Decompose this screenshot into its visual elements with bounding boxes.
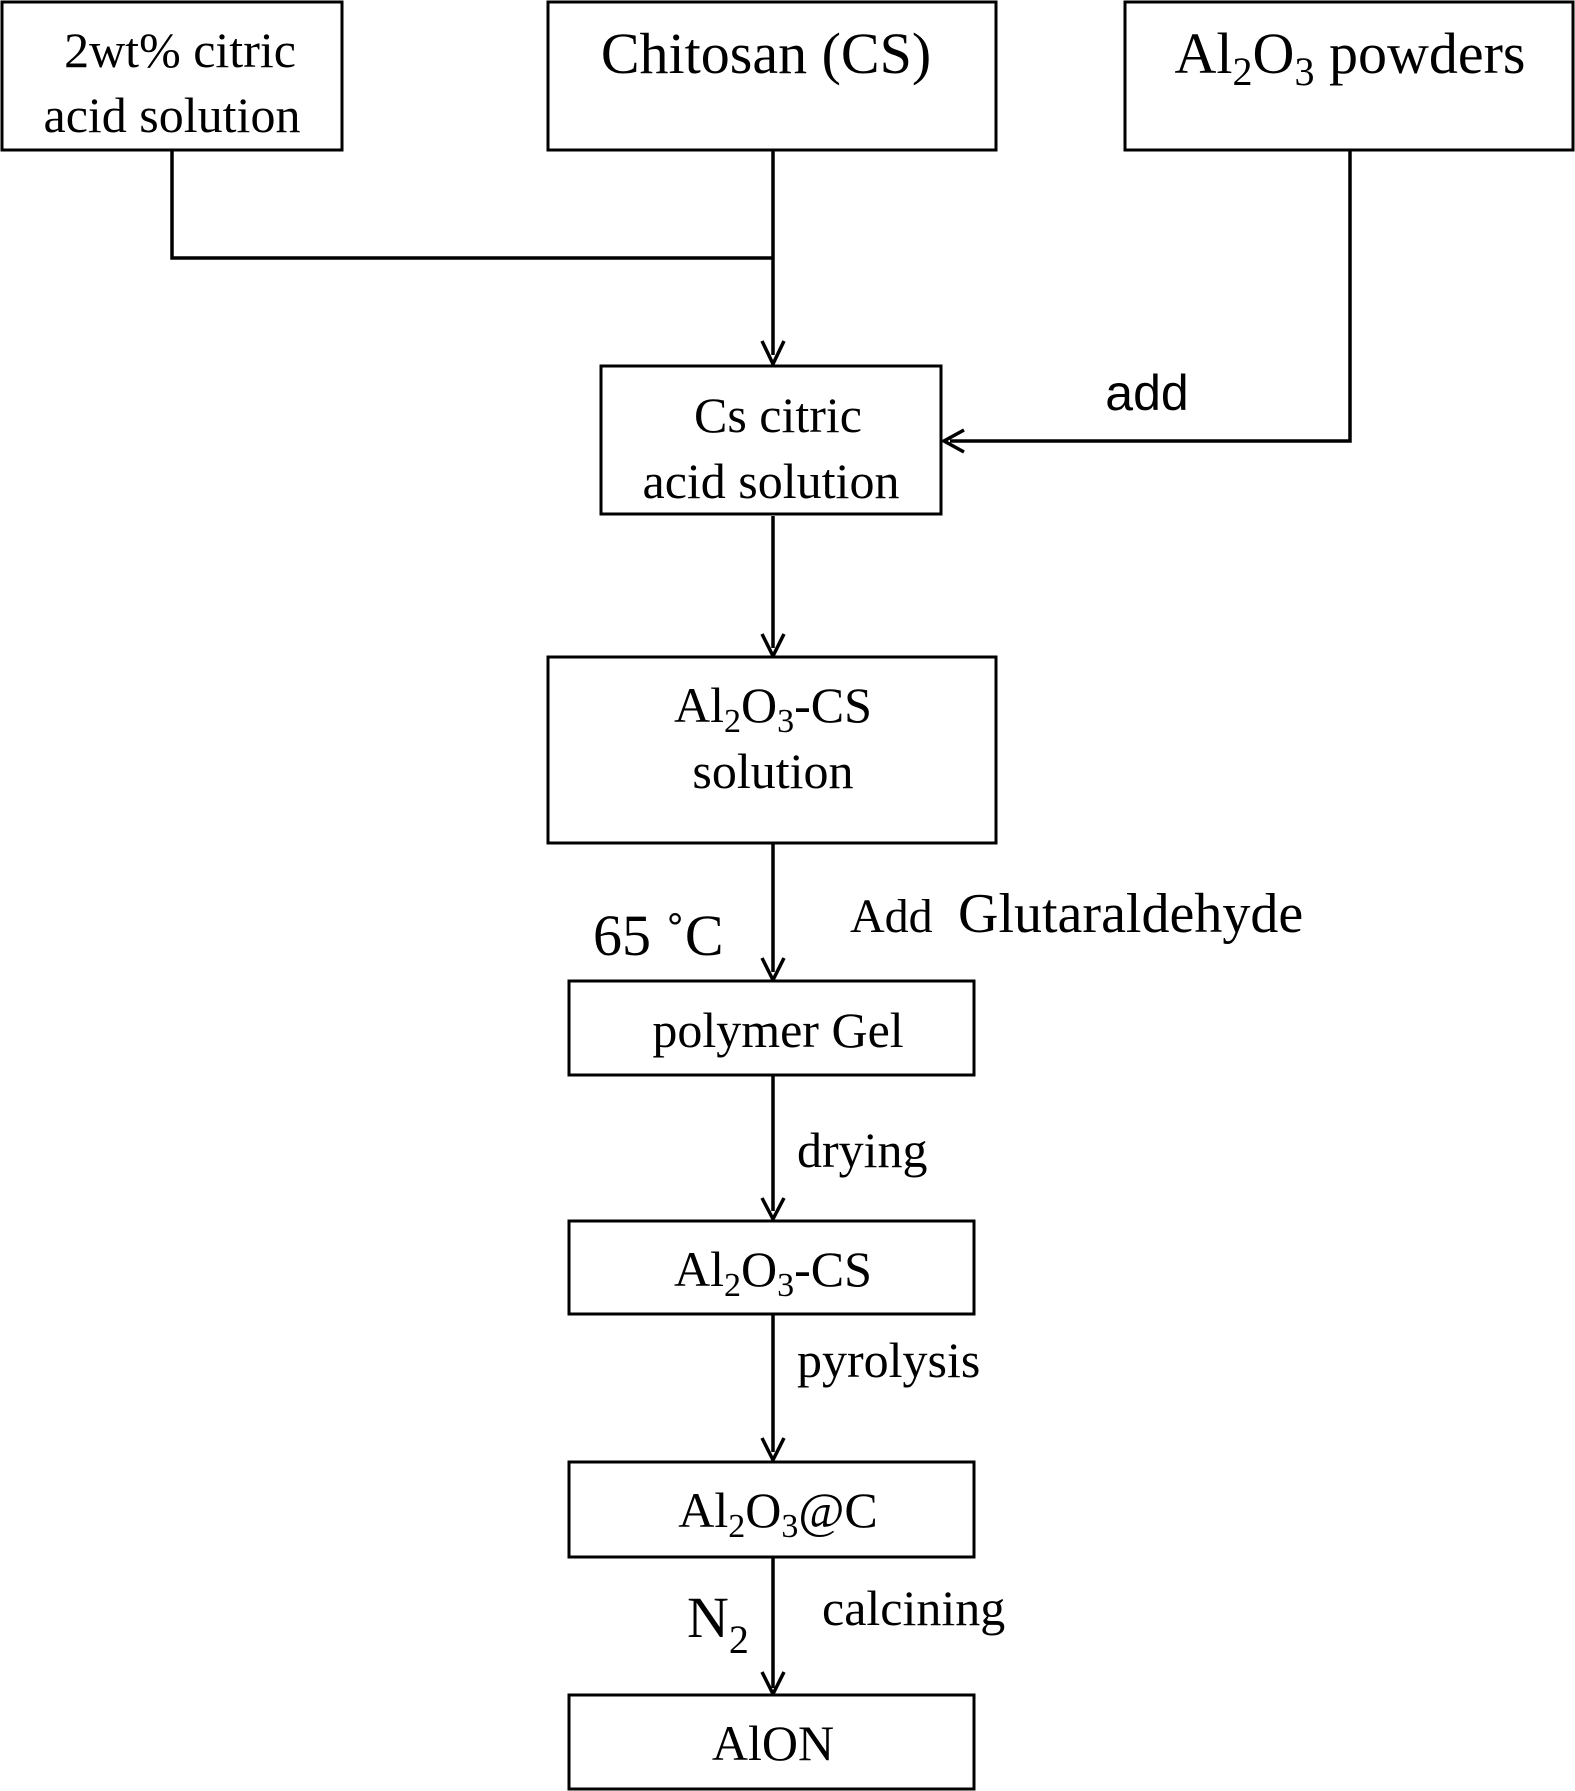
arrowhead-add-to-cs-citric — [940, 428, 965, 454]
node-box — [567, 1693, 976, 1791]
node-label-line2: solution — [692, 743, 853, 799]
formula-al: Al — [678, 1482, 728, 1538]
node-label: Al2O3-CS — [674, 1241, 872, 1304]
formula-rest: powders — [1314, 21, 1525, 86]
formula-subscript: 2 — [1233, 49, 1253, 94]
node-label: Al2O3@C — [678, 1482, 878, 1545]
node-label-line1: Al2O3-CS — [674, 677, 872, 740]
node-label-line1: 2wt% citric — [64, 22, 296, 78]
formula-rest: @C — [798, 1482, 877, 1538]
node-box — [1123, 0, 1575, 152]
node-cs-citric-acid-solution: Cs citric acid solution — [599, 364, 943, 516]
formula-subscript: 2 — [728, 1508, 745, 1545]
label-drying: drying — [797, 1122, 928, 1178]
arrowhead-to-al2o3-c — [760, 1437, 786, 1464]
node-box — [599, 364, 943, 516]
node-al2o3-powders: Al2O3 powders — [1123, 0, 1575, 152]
node-alon: AlON — [567, 1693, 976, 1791]
formula-o: O — [1253, 21, 1295, 86]
label-temperature: 65 ˚C — [593, 903, 724, 968]
formula-rest: -CS — [794, 1241, 872, 1297]
node-label: AlON — [712, 1715, 834, 1771]
arrowhead-to-al2o3-cs — [760, 1197, 786, 1223]
arrowheads — [760, 340, 965, 1698]
label-add: add — [1105, 365, 1188, 421]
formula-subscript: 3 — [1294, 49, 1314, 94]
node-citric-acid-solution: 2wt% citric acid solution — [0, 0, 344, 152]
node-label: polymer Gel — [652, 1002, 903, 1058]
formula-al: Al — [674, 677, 724, 733]
formula-subscript: 2 — [724, 1267, 741, 1304]
formula-o: O — [741, 677, 777, 733]
node-label-line1: Cs citric — [694, 387, 862, 443]
label-add-word: Add — [850, 890, 933, 943]
label-calcining: calcining — [822, 1580, 1005, 1636]
connectors — [170, 150, 1352, 1688]
node-chitosan: Chitosan (CS) — [546, 0, 998, 152]
edge-labels: add 65 ˚C Add Glutaraldehyde drying pyro… — [593, 365, 1303, 1662]
node-box — [567, 1219, 976, 1316]
node-box — [546, 0, 998, 152]
node-al2o3-at-c: Al2O3@C — [567, 1460, 976, 1559]
node-polymer-gel: polymer Gel — [567, 979, 976, 1077]
node-label-line2: acid solution — [44, 87, 301, 143]
node-al2o3-cs: Al2O3-CS — [567, 1219, 976, 1316]
formula-subscript: 3 — [777, 1267, 794, 1304]
formula-subscript: 3 — [777, 703, 794, 740]
formula-subscript: 3 — [781, 1508, 798, 1545]
n2-n: N — [687, 1585, 729, 1650]
node-label: Chitosan (CS) — [601, 21, 931, 86]
formula-al: Al — [674, 1241, 724, 1297]
node-label: Al2O3 powders — [1175, 21, 1526, 94]
formula-rest: -CS — [794, 677, 872, 733]
label-n2: N2 — [687, 1585, 749, 1662]
node-box — [0, 0, 344, 152]
node-box — [567, 979, 976, 1077]
formula-o: O — [741, 1241, 777, 1297]
formula-al: Al — [1175, 21, 1233, 86]
edge-alumina-to-cs-citric — [950, 150, 1352, 443]
edge-citric-to-junction — [170, 150, 773, 260]
node-box — [546, 655, 998, 845]
label-glutaraldehyde: Glutaraldehyde — [958, 883, 1303, 945]
n2-subscript: 2 — [729, 1617, 749, 1662]
node-label-line2: acid solution — [643, 453, 900, 509]
label-pyrolysis: pyrolysis — [797, 1332, 980, 1388]
arrowhead-to-cs-citric — [760, 340, 786, 369]
node-al2o3-cs-solution: Al2O3-CS solution — [546, 655, 998, 845]
formula-o: O — [745, 1482, 781, 1538]
node-box — [567, 1460, 976, 1559]
formula-subscript: 2 — [724, 703, 741, 740]
